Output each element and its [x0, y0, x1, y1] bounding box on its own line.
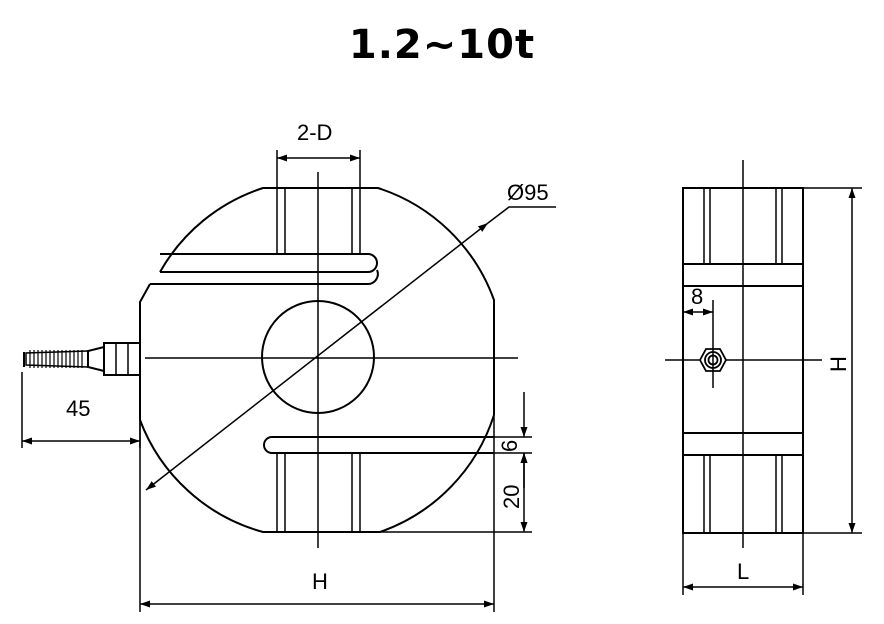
- upper-slot: [160, 253, 378, 273]
- label-width-side: L: [737, 559, 749, 584]
- front-view: [139, 172, 518, 548]
- dim-diameter-line: [145, 222, 489, 491]
- label-height-front: H: [312, 569, 328, 594]
- side-bottom-bore: [703, 455, 783, 533]
- sensor-body-outline-lower: [139, 283, 495, 533]
- drawing-title: 1.2~10t: [348, 22, 536, 68]
- side-centerlines: [665, 160, 822, 548]
- label-slot-depth: 20: [499, 485, 524, 509]
- side-view: [665, 160, 822, 548]
- label-height-side: H: [826, 356, 851, 372]
- label-2d: 2-D: [297, 120, 332, 145]
- label-slot-gap: 6: [497, 440, 522, 452]
- label-cable-length: 45: [66, 396, 90, 421]
- front-dimensions: [21, 150, 556, 612]
- lower-slot: [263, 436, 494, 454]
- cable-connector: [23, 342, 141, 376]
- cable-thread: [29, 350, 83, 368]
- label-fitting-offset: 8: [691, 284, 703, 309]
- side-top-bore: [703, 188, 783, 264]
- label-diameter: Ø95: [507, 180, 549, 205]
- hex-fitting: [698, 300, 728, 388]
- side-dimensions: [682, 187, 862, 595]
- centerlines: [145, 172, 518, 548]
